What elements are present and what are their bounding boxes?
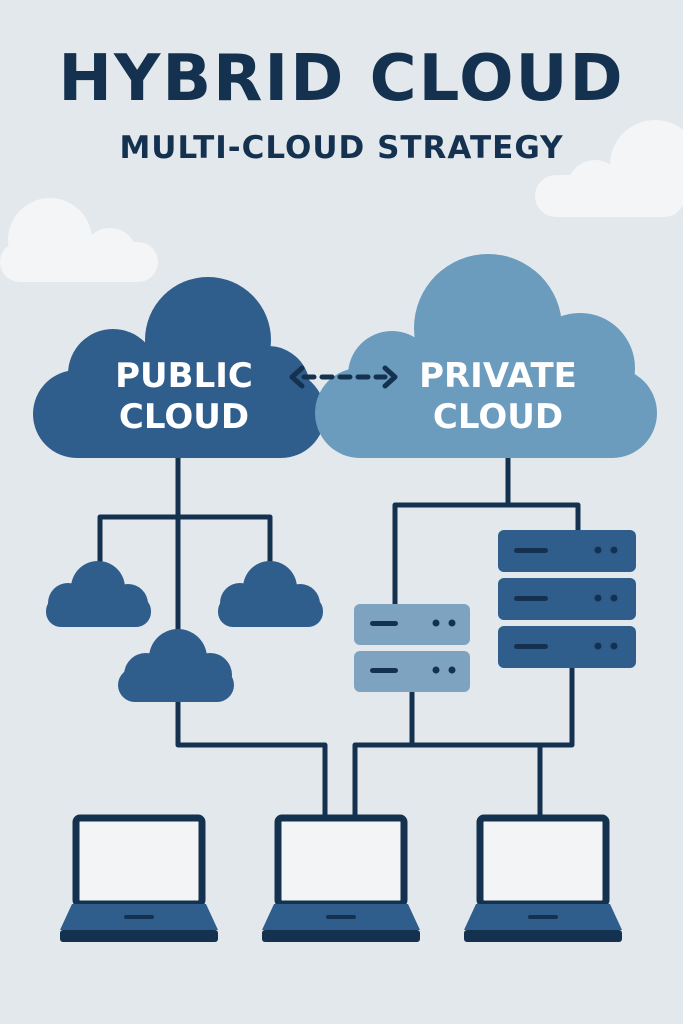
page-title: HYBRID CLOUD <box>58 42 625 116</box>
public-cloud[interactable] <box>33 277 325 458</box>
laptop-icon-left[interactable] <box>60 814 218 942</box>
laptop-icon-center[interactable] <box>262 814 420 942</box>
server-stack-light[interactable] <box>354 604 470 692</box>
public-cloud-label-line2: CLOUD <box>119 397 249 437</box>
laptop-icon-right[interactable] <box>464 814 622 942</box>
sub-cloud-right[interactable] <box>218 561 323 627</box>
page-subtitle: MULTI-CLOUD STRATEGY <box>119 130 564 166</box>
sub-cloud-left[interactable] <box>46 561 151 627</box>
background-cloud-right <box>535 120 683 217</box>
connector-lines <box>97 455 581 815</box>
private-cloud[interactable] <box>315 254 657 458</box>
private-cloud-label-line1: PRIVATE <box>419 356 577 396</box>
sub-cloud-center[interactable] <box>118 629 234 702</box>
private-cloud-label-line2: CLOUD <box>433 397 563 437</box>
background-cloud-left <box>0 198 158 282</box>
server-stack-dark[interactable] <box>498 530 636 668</box>
bidirectional-arrow-icon <box>289 365 398 389</box>
public-cloud-label-line1: PUBLIC <box>115 356 253 396</box>
